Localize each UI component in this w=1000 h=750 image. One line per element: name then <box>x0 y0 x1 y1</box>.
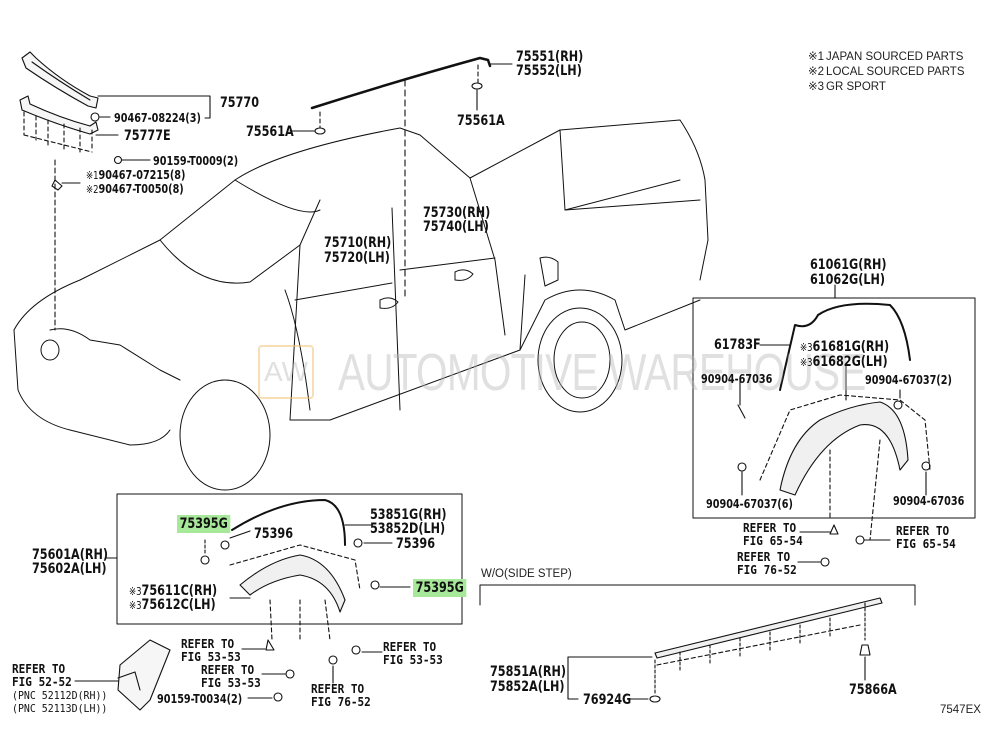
part-callout-75561A-right[interactable]: 75561A <box>457 113 505 129</box>
screw-icon <box>328 655 338 665</box>
side-step-note: W/O(SIDE STEP) <box>481 568 572 580</box>
clip-icon <box>649 695 661 703</box>
part-callout-61682G[interactable]: ※361682G(LH) <box>800 354 888 370</box>
clip-icon <box>893 400 903 410</box>
clip-icon <box>351 645 361 655</box>
clip-icon <box>220 540 230 550</box>
part-callout-75866A[interactable]: 75866A <box>849 682 897 698</box>
part-callout-75396-left[interactable]: 75396 <box>254 526 294 542</box>
pnc-note-lh: (PNC 52113D(LH)) <box>12 702 108 715</box>
part-callout-75720[interactable]: 75720(LH) <box>324 250 390 266</box>
part-callout-75395G-right-highlighted[interactable]: 75395G <box>413 579 467 597</box>
part-callout-75601A[interactable]: 75601A(RH) <box>32 547 109 563</box>
part-callout-75395G-left-highlighted[interactable]: 75395G <box>177 515 231 533</box>
screw-icon <box>113 155 123 165</box>
part-callout-75730[interactable]: 75730(RH) <box>423 205 491 221</box>
figure-code: 7547EX <box>940 704 981 716</box>
part-callout-90467-08224[interactable]: 90467-08224(3) <box>114 110 201 125</box>
part-callout-61783F[interactable]: 61783F <box>714 337 761 353</box>
part-callout-90904-67037-6[interactable]: 90904-67037(6) <box>706 496 793 511</box>
rocker-moulding <box>654 597 883 671</box>
part-callout-75740[interactable]: 75740(LH) <box>423 219 489 235</box>
roof-rail <box>310 56 492 110</box>
part-callout-75710[interactable]: 75710(RH) <box>324 235 392 251</box>
clip-icon <box>737 404 746 419</box>
part-callout-90467-07215[interactable]: ※190467-07215(8) <box>86 167 186 183</box>
screw-icon <box>820 557 830 567</box>
part-callout-53851G[interactable]: 53851G(RH) <box>370 507 447 523</box>
clip-icon <box>314 127 326 135</box>
hood-protector-lower <box>19 95 99 153</box>
fender-moulding <box>779 302 911 391</box>
clip-icon <box>353 538 363 548</box>
fender-kit-box <box>692 297 976 519</box>
part-callout-61062G[interactable]: 61062G(LH) <box>810 272 886 288</box>
front-fender-kit-box <box>116 493 463 625</box>
part-callout-90467-T0050[interactable]: ※290467-T0050(8) <box>86 181 184 197</box>
front-fender-moulding <box>231 499 346 546</box>
truck-outline <box>13 119 709 491</box>
part-callout-90904-67036-bottom[interactable]: 90904-67036 <box>893 493 965 508</box>
part-callout-75611C[interactable]: ※375611C(RH) <box>129 583 218 599</box>
part-callout-75552[interactable]: 75552(LH) <box>516 63 582 79</box>
part-callout-75612C[interactable]: ※375612C(LH) <box>129 597 216 613</box>
part-callout-75851A[interactable]: 75851A(RH) <box>490 664 567 680</box>
clip-icon <box>200 555 210 565</box>
leader-75770 <box>97 95 211 119</box>
part-callout-75602A[interactable]: 75602A(LH) <box>32 561 107 577</box>
part-callout-61681G[interactable]: ※361681G(RH) <box>800 339 890 355</box>
part-callout-76924G[interactable]: 76924G <box>583 692 632 708</box>
mud-guard <box>117 639 171 711</box>
part-callout-90904-67037-2[interactable]: 90904-67037(2) <box>865 372 952 387</box>
pnc-note-rh: (PNC 52112D(RH)) <box>12 689 108 702</box>
part-callout-90159-T0034[interactable]: 90159-T0034(2) <box>157 691 243 706</box>
clip-icon <box>471 82 483 90</box>
part-callout-90159-T0009[interactable]: 90159-T0009(2) <box>153 153 239 168</box>
part-callout-90904-67036-top[interactable]: 90904-67036 <box>701 371 773 386</box>
clip-icon <box>859 644 871 656</box>
clip-icon <box>51 179 63 191</box>
front-fender-flare <box>229 544 361 641</box>
part-callout-75551[interactable]: 75551(RH) <box>516 49 584 65</box>
rear-fender-flare <box>759 394 931 541</box>
part-callout-75852A[interactable]: 75852A(LH) <box>490 679 565 695</box>
part-callout-75770[interactable]: 75770 <box>220 95 260 111</box>
clip-icon <box>370 580 380 590</box>
clip-icon <box>855 535 865 545</box>
clip-icon <box>737 462 747 472</box>
part-callout-61061G[interactable]: 61061G(RH) <box>810 257 887 273</box>
clip-icon <box>921 461 931 471</box>
screw-icon <box>273 692 283 702</box>
hood-protector-upper <box>21 51 99 109</box>
clip-icon <box>90 112 100 122</box>
clip-icon <box>285 669 295 679</box>
clip-icon <box>829 524 839 535</box>
part-callout-75777E[interactable]: 75777E <box>124 128 171 144</box>
part-callout-75561A-left[interactable]: 75561A <box>246 124 294 140</box>
part-callout-53852D[interactable]: 53852D(LH) <box>370 521 446 537</box>
part-callout-75396-right[interactable]: 75396 <box>396 536 436 552</box>
clip-icon <box>265 639 275 651</box>
